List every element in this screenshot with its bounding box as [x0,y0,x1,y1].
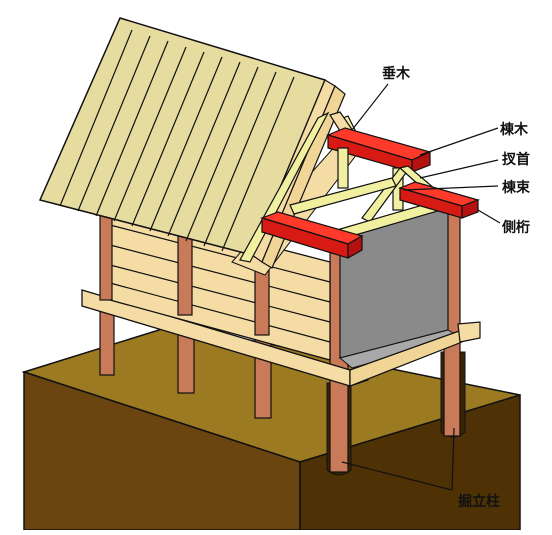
label-ridge-beam: 棟木 [500,121,529,138]
side-beam-front-end [347,234,363,260]
side-beam-back-end [461,199,479,219]
label-side-beam: 側桁 [501,219,530,236]
floor-beam-side-end [457,321,481,343]
label-rafter: 垂木 [382,65,411,82]
leader-truss-strut [419,159,499,179]
leader-post-a [341,461,453,491]
wall-post [99,204,113,301]
label-truss-strut: 扠首 [502,151,530,168]
ridge-post [337,147,349,189]
leader-ridge-beam [419,127,499,156]
leader-side-beam [477,209,501,224]
label-ridge-post: 棟束 [502,179,531,196]
leader-ridge-post [403,185,499,191]
label-earthfast-post: 掘立柱 [458,493,500,510]
leader-rafter [351,83,389,131]
leader-post-b [451,427,455,491]
ridge-beam [326,127,432,173]
tie-beam [289,177,397,215]
side-beams [260,181,480,260]
ridge-beam-end [411,151,431,173]
leader-lines [341,83,501,491]
truss [289,147,450,241]
labels: 垂木 棟木 扠首 棟束 側桁 掘立柱 [382,65,531,510]
ground-block [21,324,521,531]
